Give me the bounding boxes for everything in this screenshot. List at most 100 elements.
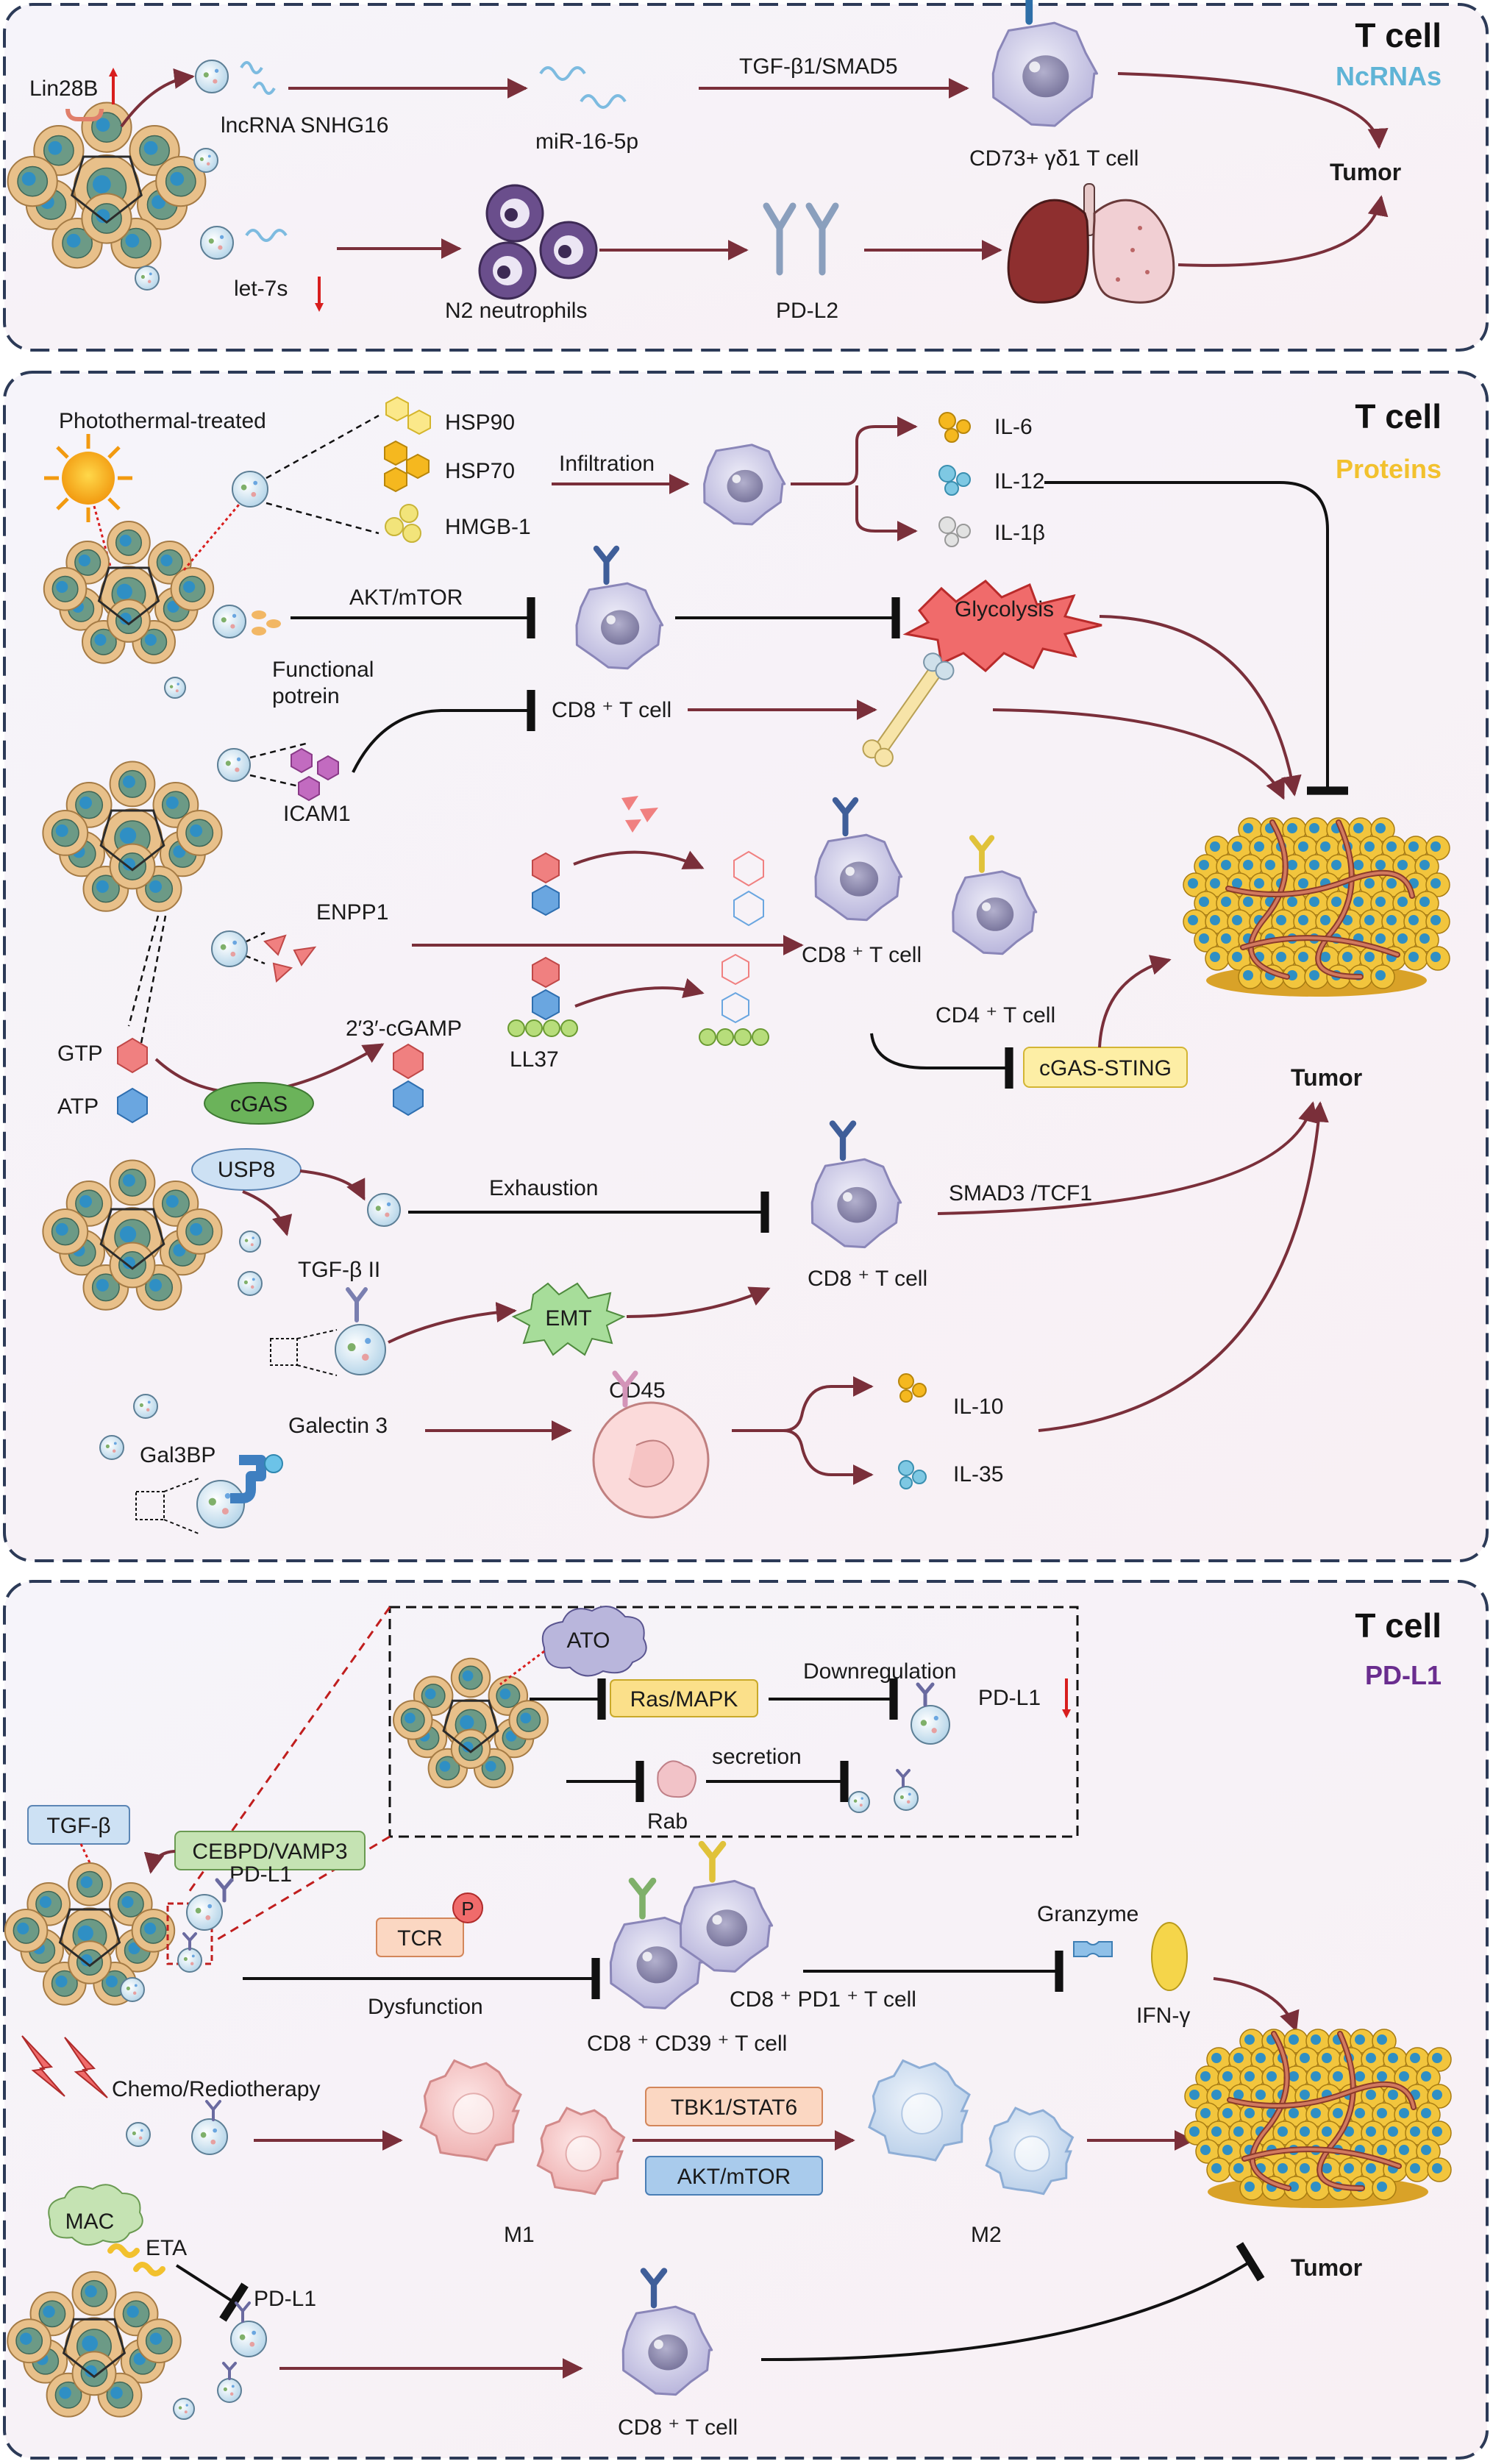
tumor-cell-cluster [42, 1159, 223, 1311]
gal3bp-icon [230, 1454, 283, 1503]
exosome-icon [367, 1193, 401, 1227]
tumor-mass-icon [1183, 817, 1450, 997]
mirna-icon [539, 66, 627, 109]
cd8-t-cell-usp8 [810, 1120, 902, 1249]
exosome-icon [173, 2398, 195, 2420]
il12-icon [938, 465, 971, 496]
glycolysis-label: Glycolysis [955, 597, 1054, 622]
ato-label: ATO [567, 1628, 610, 1653]
chemo-label: Chemo/Rediotherapy [112, 2077, 321, 2101]
panel3-subtitle: PD-L1 [1365, 1660, 1442, 1690]
enpp1-label: ENPP1 [316, 900, 388, 925]
cd45-cell-icon [592, 1370, 710, 1519]
mac-cloud-icon [48, 2184, 143, 2246]
akt-mtor-label: AKT/mTOR [349, 585, 463, 610]
cgamp-product-icon [393, 1043, 424, 1117]
exosome-icon [217, 2378, 242, 2403]
functional-protein-icon [252, 610, 281, 635]
hsp70-icon [384, 440, 430, 493]
lungs-icon [1007, 183, 1175, 304]
cgas-label: cGAS [230, 1092, 288, 1117]
photothermal-label: Photothermal-treated [59, 409, 266, 433]
tumor-label-p1: Tumor [1330, 159, 1401, 185]
enpp1-icon [263, 934, 317, 983]
panel1-content: T cell NcRNAs Lin28B lncRNA SNHG16 miR-1… [7, 0, 1442, 323]
il1b-icon [938, 516, 971, 547]
exosome-icon [191, 2118, 228, 2155]
exosome-icon [99, 1435, 124, 1460]
tumor-cell-cluster [393, 1657, 549, 1789]
ifng-icon [1151, 1922, 1188, 1991]
usp8-badge [191, 1148, 302, 1191]
cd8-t-cell-eta [621, 2268, 713, 2396]
pd-l1-receptor-icon [916, 1682, 935, 1707]
panel-pdl1 [3, 1580, 1489, 2460]
granzyme-label: Granzyme [1037, 1902, 1139, 1926]
il6-label: IL-6 [994, 415, 1033, 439]
arrow-cd73-to-tumor [1117, 72, 1389, 149]
tumor-cell-cluster [42, 761, 223, 912]
exosome-icon [213, 605, 246, 638]
arrow-bone-to-tumor [992, 708, 1285, 800]
ifng-label: IFN-γ [1136, 2004, 1190, 2028]
cebpd-badge [174, 1831, 366, 1870]
pdl1-b-label: PD-L1 [254, 2287, 316, 2311]
functional-cd8-label: CD8 ⁺ T cell [552, 698, 671, 722]
inhibit-il12-to-tumor [1044, 481, 1348, 795]
hmgb1-icon [385, 504, 421, 543]
cd73-label: CD73+ γδ1 T cell [969, 146, 1139, 171]
m2-macrophage-icon [985, 2107, 1075, 2196]
mac-label: MAC [65, 2210, 115, 2234]
tbk1-badge [645, 2087, 823, 2126]
rna-strand-icon [240, 61, 276, 95]
exosome-icon [200, 226, 234, 260]
m1-macrophage-icon [419, 2059, 522, 2162]
hmgb1-label: HMGB-1 [445, 515, 531, 539]
panel2-title: T cell [1355, 397, 1442, 435]
mir-label: miR-16-5p [535, 129, 638, 154]
tgfb-label: TGF-β [46, 1814, 110, 1838]
eta-icon [107, 2243, 165, 2276]
exosome-icon [133, 1394, 158, 1419]
exosome-icon [126, 2122, 151, 2147]
arrow-lung-to-tumor [1177, 195, 1389, 267]
inhibit-cgas-sting [870, 1033, 1013, 1089]
inhibit-icam1-cd8 [352, 690, 535, 773]
bone-icon [862, 652, 955, 767]
gal3bp-label: Gal3BP [140, 1443, 215, 1467]
cd8-pd1-label: CD8 ⁺ PD1 ⁺ T cell [730, 1987, 916, 2012]
arrow-smad3-to-tumor [937, 1101, 1319, 1215]
ll37-icon [507, 956, 578, 1037]
cd8-t-cell-enpp1 [814, 797, 903, 922]
ato-mechanism-box [388, 1606, 1079, 1838]
enpp1-triangles-icon [621, 796, 658, 833]
akt-mtor-label-p3: AKT/mTOR [677, 2165, 791, 2189]
emt-label: EMT [545, 1306, 591, 1331]
exosome-icon [848, 1791, 870, 1813]
rab-icon [657, 1760, 696, 1798]
panel1-subtitle: NcRNAs [1336, 61, 1442, 91]
cebpd-label: CEBPD/VAMP3 [192, 1840, 347, 1864]
akt-mtor-badge [645, 2156, 823, 2196]
cd8-label-b: CD8 ⁺ T cell [802, 943, 922, 967]
smad3-label: SMAD3 /TCF1 [949, 1181, 1092, 1206]
exosome-icon [894, 1786, 919, 1811]
il12-label: IL-12 [994, 469, 1044, 494]
gtp-label: GTP [57, 1041, 103, 1066]
cgas-sting-badge [1023, 1047, 1188, 1088]
tgfb-badge [27, 1805, 130, 1845]
hsp70-label: HSP70 [445, 459, 515, 483]
panel-proteins [3, 371, 1489, 1562]
granzyme-icon [1073, 1941, 1113, 1957]
exosome-icon [135, 266, 160, 291]
il6-icon [938, 412, 971, 443]
m2-macrophage-icon [868, 2059, 971, 2162]
panel2-content: T cell Proteins Photothermal-treated HSP… [42, 396, 1450, 1534]
arrow-il10-to-tumor [1038, 1101, 1329, 1432]
tgfb2-receptor-icon [346, 1287, 368, 1322]
exosome-icon [239, 1231, 261, 1253]
lightning-icon [21, 2035, 108, 2098]
m1-label: M1 [504, 2223, 535, 2247]
